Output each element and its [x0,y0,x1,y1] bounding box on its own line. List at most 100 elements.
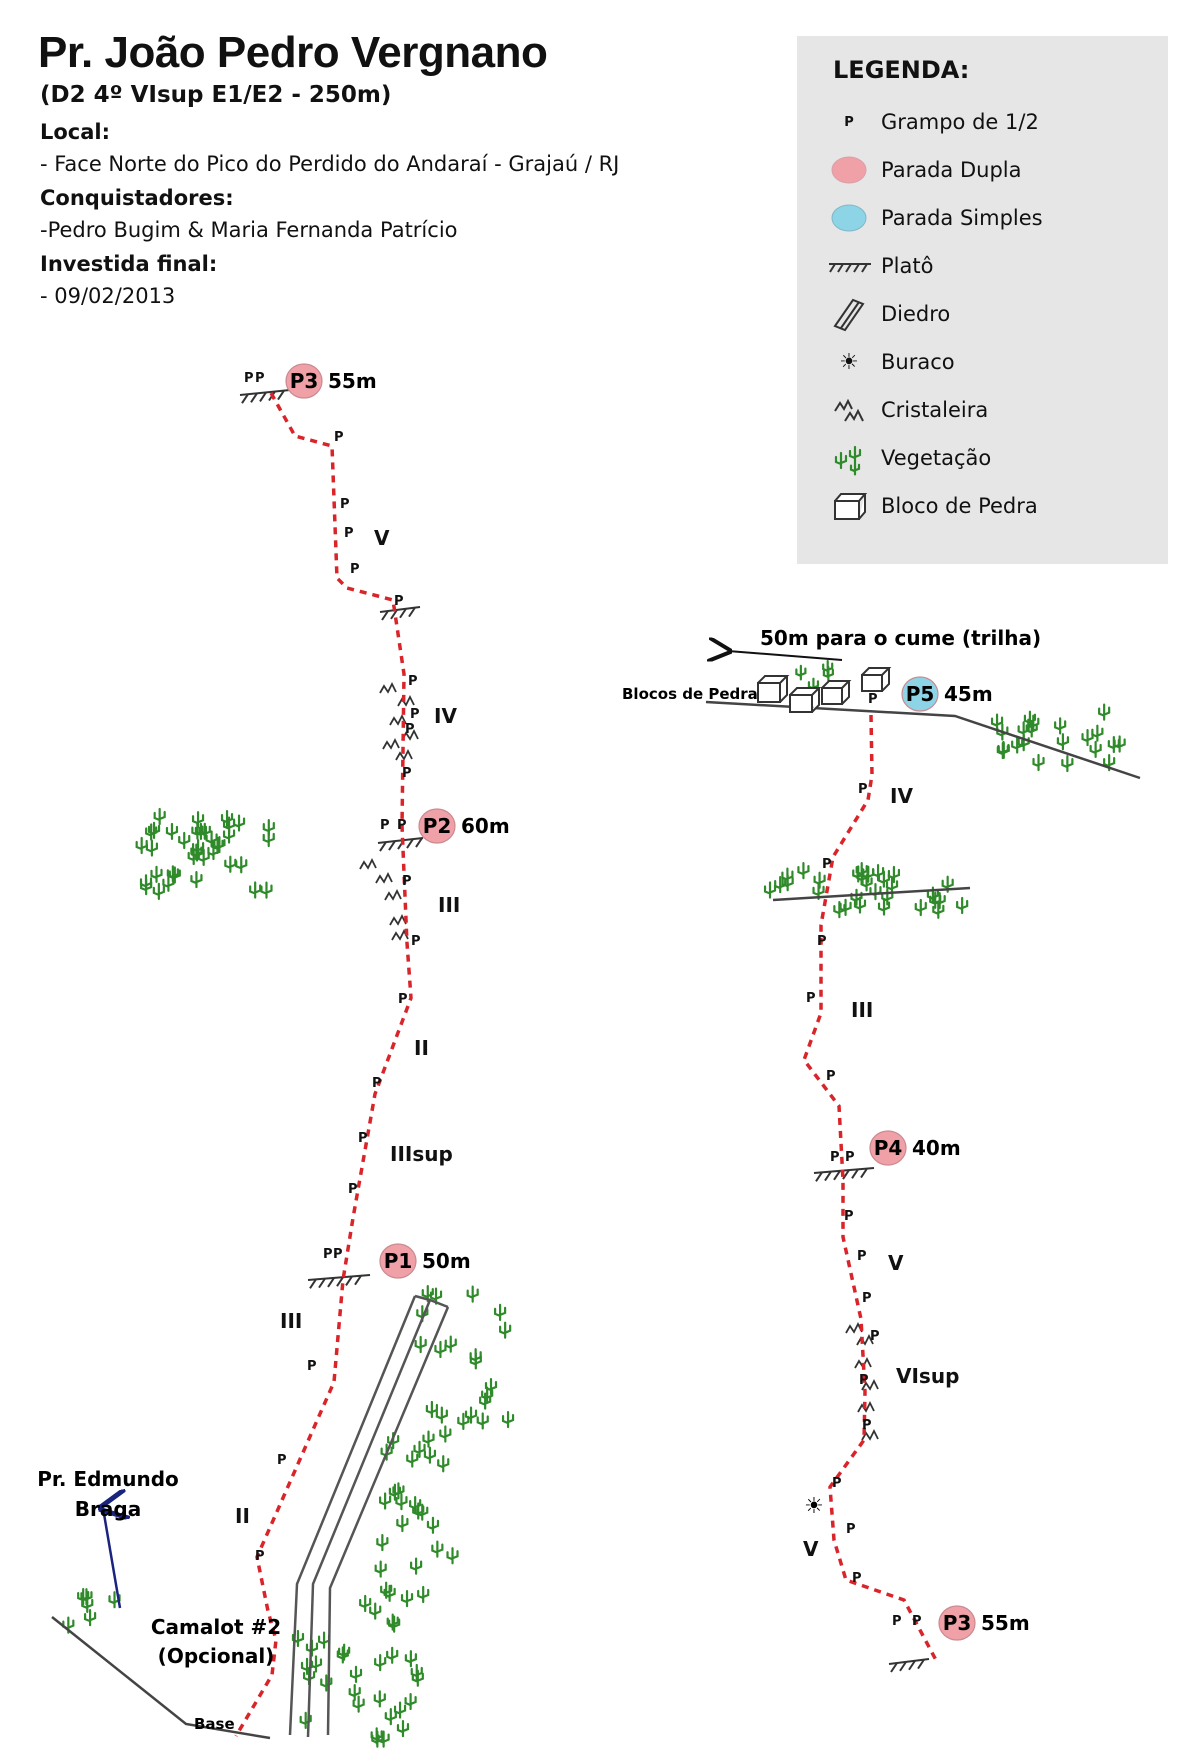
vegetation-icon [400,1590,414,1608]
vegetation-icon [914,898,927,917]
bolt-icon: P [822,857,832,872]
first-ascent-label: Conquistadores: [40,186,234,210]
pitch-grade: IV [434,704,457,728]
vegetation-icon [887,865,901,884]
vegetation-icon [396,1514,409,1533]
crystal-icon [397,694,415,707]
station-length: 50m [422,1249,471,1273]
vegetation-icon [409,1496,422,1514]
vegetation-icon [388,1615,401,1633]
vegetation-icon [849,461,861,476]
vegetation-icon [501,1410,515,1429]
vegetation-icon [249,881,262,899]
vegetation-icon [393,1701,407,1719]
bolt-icon: P [826,1069,836,1084]
vegetation-icon [383,1584,396,1602]
hole-icon: ☀ [839,349,859,375]
bolt-icon: P [323,1247,333,1262]
vegetation-icon [145,839,159,857]
bolt-icon: P [334,430,344,445]
legend-title: LEGENDA: [833,56,970,84]
station-length: 45m [944,682,993,706]
vegetation-icon [464,1406,478,1424]
hole-icon: ☀ [804,1494,824,1519]
bolt-icon: P [255,1549,265,1564]
pitch-grade: II [414,1036,429,1060]
base-ground-line [51,1616,271,1740]
bolt-icon: P [255,371,265,386]
bolt-icon: P [340,497,350,512]
summit-trail-note: 50m para o cume (trilha) [760,626,1041,650]
station-name: P2 [423,814,452,838]
bolt-icon: P [380,818,390,833]
vegetation-icon [406,1450,419,1468]
station-length: 55m [328,369,377,393]
station-marker [869,1130,907,1166]
vegetation-icon [213,836,226,854]
vegetation-icon [395,1493,408,1511]
bolt-icon: P [402,874,412,889]
final-push-label: Investida final: [40,252,218,276]
vegetation-icon [1091,724,1104,742]
double-anchor-icon [827,151,871,189]
vegetation-icon [417,1585,430,1604]
vegetation-icon [352,1695,365,1713]
vegetation-icon [1081,728,1094,747]
vegetation-icon [348,1683,361,1702]
vegetation-icon [317,1631,331,1649]
vegetation-icon [377,1730,390,1748]
bolt-icon: P [402,766,412,781]
bolt-icon: P [398,992,408,1007]
vegetation-icon [404,1692,417,1711]
vegetation-icon [494,1303,507,1321]
vegetation-icon [166,865,179,883]
vegetation-icon [484,1377,498,1396]
vegetation-icon [853,896,867,914]
vegetation-icon [260,881,273,899]
vegetation-icon [80,1588,93,1606]
crystal-icon [389,913,407,926]
bolt-icon: P [858,782,868,797]
bolt-icon: P [857,1249,867,1264]
vegetation-icon [83,1609,97,1627]
bolt-icon: P [912,1614,922,1629]
vegetation-icon [1113,735,1126,753]
vegetation-ledge-line [772,886,971,902]
vegetation-icon [877,898,891,916]
vegetation-icon [1098,703,1111,721]
vegetation-icon [822,666,834,682]
crystal-icon [856,1333,874,1346]
boulders [757,667,892,713]
vegetation-icon [437,1455,450,1473]
vegetation-icon [178,831,191,850]
vegetation-icon [147,821,161,840]
station-name: P5 [906,682,935,706]
vegetation-icon [839,898,852,916]
vegetation-icon [797,862,810,880]
vegetation-icon [426,1516,440,1534]
vegetation-icon [423,1446,437,1464]
vegetation-icon [165,822,179,841]
bolt-icon: P [307,1359,317,1374]
pitch-grade: IV [890,784,913,808]
crystal-marks [359,681,879,1441]
vegetation-icon [374,1560,387,1578]
boulders-label: Blocos de Pedra [622,685,758,703]
station-marker [418,808,456,844]
vegetation-icon [763,881,777,899]
vegetation-icon [476,1412,489,1430]
bolt-icon: P [350,562,360,577]
ledges [239,389,930,1673]
crystal-icon [857,1400,875,1413]
station-marker [901,676,939,712]
boulder-icon [827,487,871,525]
ledge-icon [377,837,424,852]
vegetation-icon [431,1540,444,1558]
neighbor-route-label-2: Braga [75,1497,141,1521]
bolt-icon: P [358,1131,368,1146]
vegetation-icon [435,1406,448,1424]
